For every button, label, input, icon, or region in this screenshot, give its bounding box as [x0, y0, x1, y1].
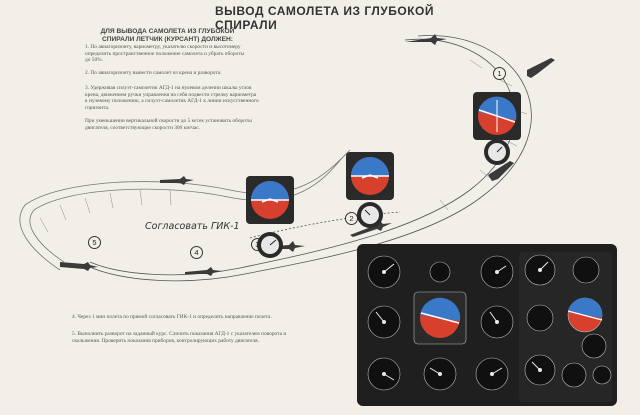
- instruction-step-3: 3. Удерживая силуэт-самолетик АГД-1 на н…: [85, 85, 259, 111]
- attitude-indicator-icon: [413, 291, 467, 345]
- heading-indicator-icon: [357, 202, 383, 228]
- gauge-icon: [429, 261, 451, 283]
- aircraft-icon: [527, 58, 555, 78]
- instructions-heading: ДЛЯ ВЫВОДА САМОЛЕТА ИЗ ГЛУБОКОЙ СПИРАЛИ …: [100, 28, 235, 43]
- aircraft-icon: [350, 221, 392, 237]
- step-marker-4: 4: [190, 246, 203, 259]
- instruction-step-2: 2. По авиагоризонту вывести самолет из к…: [85, 70, 222, 76]
- aircraft-icon: [185, 267, 222, 276]
- step-marker-1: 1: [493, 67, 506, 80]
- attitude-indicator-icon: [567, 297, 603, 333]
- instruction-step-1: 1. По авиагоризонту, вариометру, указате…: [85, 44, 245, 64]
- gauge-icon: [572, 256, 600, 284]
- instruction-step-5: 5. Выполнить разворот на заданный курс. …: [72, 331, 287, 344]
- aircraft-icon: [265, 241, 305, 252]
- gauge-icon: [592, 365, 612, 385]
- gauge-icon: [561, 362, 587, 388]
- instruction-step-4: 4. Через 1 мин полета по прямой согласов…: [72, 314, 272, 320]
- heading-indicator-icon: [484, 139, 510, 165]
- instruction-step-3b: При уменьшении вертикальной скорости до …: [85, 118, 252, 131]
- aircraft-icon: [488, 161, 514, 181]
- attitude-indicator-icon: [346, 152, 394, 200]
- gauge-icon: [526, 304, 554, 332]
- aircraft-icon: [405, 34, 447, 45]
- attitude-indicator-icon: [473, 92, 521, 140]
- aircraft-icon: [160, 176, 194, 185]
- aircraft-icon: [60, 262, 98, 271]
- heading-indicator-icon: [257, 232, 283, 258]
- gauge-icon: [581, 333, 607, 359]
- diagram-label: Согласовать ГИК-1: [145, 221, 240, 232]
- attitude-indicator-icon: [246, 176, 294, 224]
- step-marker-5: 5: [88, 236, 101, 249]
- poster-title: ВЫВОД САМОЛЕТА ИЗ ГЛУБОКОЙ СПИРАЛИ: [215, 4, 435, 32]
